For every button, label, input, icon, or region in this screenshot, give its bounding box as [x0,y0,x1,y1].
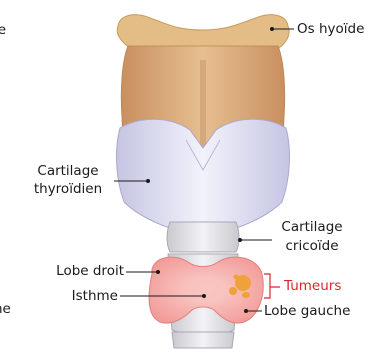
tumor-small-2 [242,292,250,298]
cricoid-cartilage-shape [167,222,239,252]
left-lobe-leader-dot [244,309,248,313]
label-thyroid-cartilage-line1: Cartilage [20,163,116,180]
hyoid-leader-dot [270,27,274,31]
label-hyoid-bone: Os hyoïde [297,21,364,38]
thyroid-cartilage-leader-dot [146,179,150,183]
label-isthmus: Isthme [40,288,118,305]
cricoid-leader-dot [238,238,242,242]
label-cricoid-cartilage-line1: Cartilage [272,219,352,236]
cut-label-top-left: le [0,22,14,39]
tumor-small-1 [229,287,237,295]
label-left-lobe: Lobe gauche [264,303,350,320]
cut-label-bottom-left: ne [0,301,14,318]
trachea-ring-3 [172,332,234,348]
label-thyroid-cartilage-line2: thyroïdien [20,181,116,198]
label-right-lobe: Lobe droit [30,263,124,280]
tumor-small-3 [234,275,239,280]
right-lobe-leader-dot [156,270,160,274]
isthmus-leader-dot [202,294,206,298]
label-cricoid-cartilage-line2: cricoïde [272,238,352,255]
tumor-bracket [264,274,280,298]
label-tumors: Tumeurs [284,278,341,295]
